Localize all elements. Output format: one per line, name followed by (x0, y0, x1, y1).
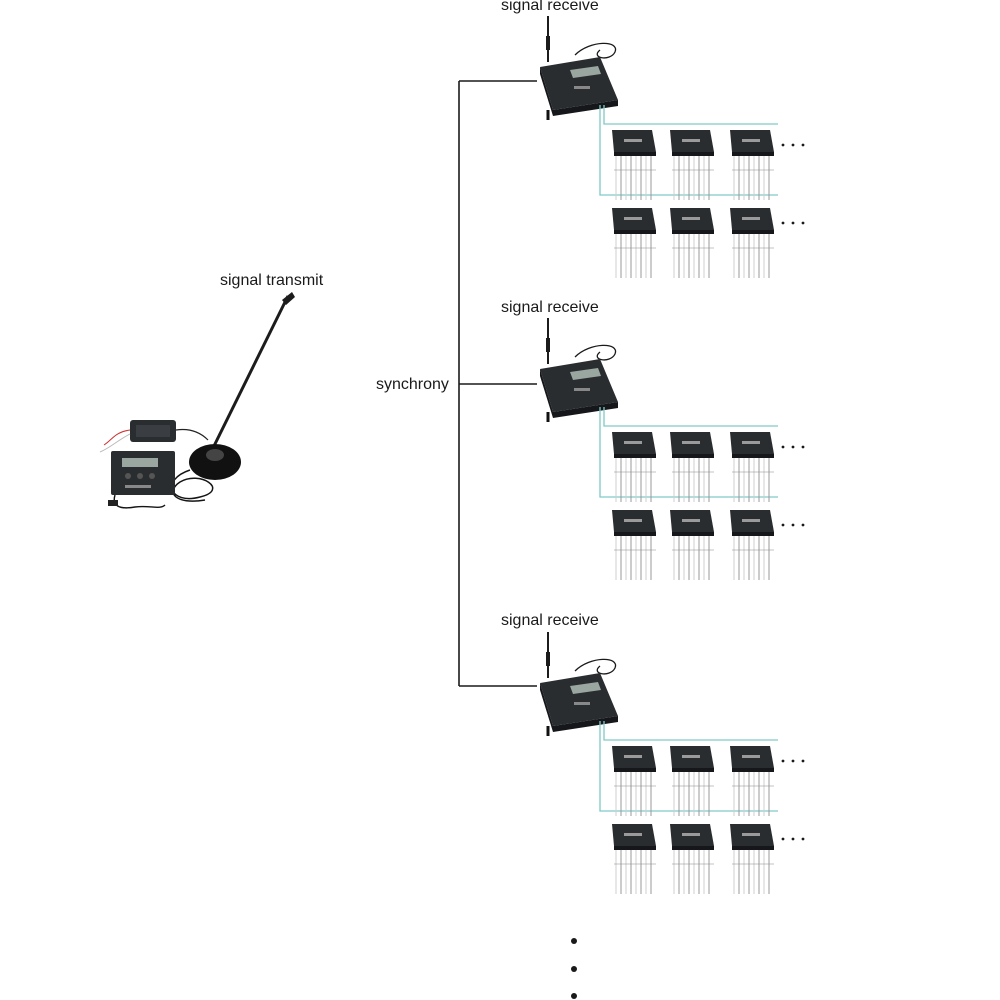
signal-receive-label-1: signal receive (501, 0, 599, 14)
more-modules-ellipsis (781, 143, 805, 147)
signal-receive-label-3: signal receive (501, 612, 599, 629)
receiver-display (570, 368, 601, 380)
synchrony-label: synchrony (376, 376, 449, 393)
driver-module (730, 746, 774, 816)
driver-module (730, 824, 774, 894)
receiver-unit-2 (540, 318, 805, 580)
signal-transmit-label: signal transmit (220, 272, 324, 289)
receiver-unit-3 (540, 632, 805, 894)
driver-module (612, 130, 656, 200)
driver-module (612, 208, 656, 278)
driver-module (670, 746, 714, 816)
signal-receive-label-2: signal receive (501, 299, 599, 316)
driver-module (730, 510, 774, 580)
antenna-base (189, 444, 241, 480)
driver-module (670, 208, 714, 278)
driver-module (612, 510, 656, 580)
driver-module (730, 208, 774, 278)
more-receivers-ellipsis (571, 938, 577, 999)
transmitter-unit (99, 292, 295, 509)
receiver-display (570, 66, 601, 78)
receiver-display (570, 682, 601, 694)
driver-module (670, 432, 714, 502)
signal-cables (599, 407, 778, 498)
driver-module (670, 510, 714, 580)
driver-module (670, 130, 714, 200)
more-modules-ellipsis (781, 837, 805, 841)
more-modules-ellipsis (781, 523, 805, 527)
driver-module (612, 432, 656, 502)
synchrony-bracket (458, 80, 537, 687)
driver-module (730, 432, 774, 502)
more-modules-ellipsis (781, 759, 805, 763)
transmit-antenna (212, 295, 290, 447)
receiver-unit-1 (540, 16, 805, 278)
driver-module (670, 824, 714, 894)
transmit-controller (111, 451, 175, 495)
signal-cables (599, 721, 778, 812)
driver-module (612, 746, 656, 816)
more-modules-ellipsis (781, 221, 805, 225)
signal-cables (599, 105, 778, 196)
driver-module (730, 130, 774, 200)
more-modules-ellipsis (781, 445, 805, 449)
transmit-display (122, 458, 158, 467)
driver-module (612, 824, 656, 894)
